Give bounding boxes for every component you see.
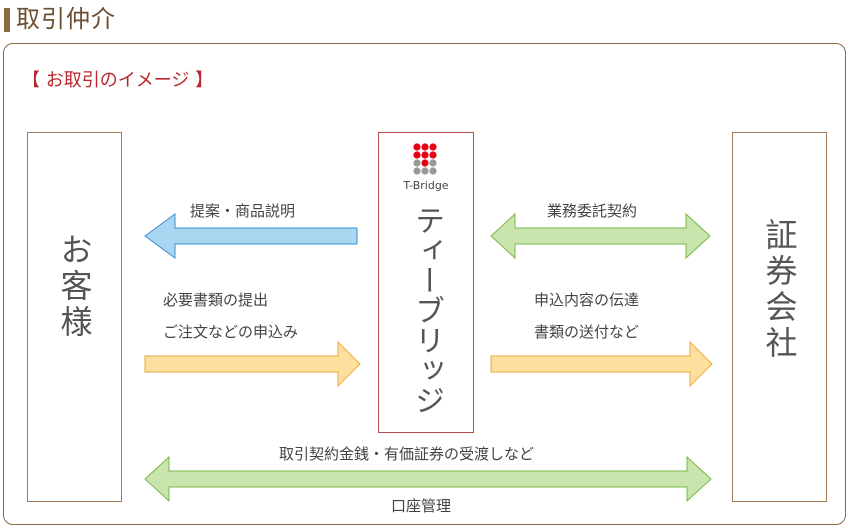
account-management-label: 口座管理: [391, 497, 452, 515]
business-contract-arrow: [490, 212, 711, 260]
tbridge-label: ティーブリッジ: [409, 205, 444, 415]
relay-content-label: 申込内容の伝達: [534, 291, 640, 309]
customer-box: お客様: [27, 132, 122, 502]
proposal-label: 提案・商品説明: [190, 202, 296, 220]
securities-company-box: 証券会社: [732, 132, 827, 502]
heading-bar: [4, 8, 10, 32]
proposal-arrow: [144, 213, 358, 259]
securities-company-label: 証券会社: [760, 218, 799, 362]
order-apply-label: ご注文などの申込み: [163, 323, 299, 341]
page-title: 取引仲介: [16, 5, 116, 33]
transaction-arrow: [144, 455, 712, 503]
submit-docs-label: 必要書類の提出: [163, 291, 269, 309]
diagram-frame: [3, 43, 846, 525]
relay-arrow: [490, 340, 713, 388]
send-docs-label: 書類の送付など: [534, 323, 640, 341]
tbridge-logo-icon: [413, 143, 437, 175]
order-arrow: [144, 340, 361, 388]
business-contract-label: 業務委託契約: [547, 202, 638, 220]
diagram-subtitle: 【 お取引のイメージ 】: [22, 70, 214, 91]
tbridge-box: T-Bridge ティーブリッジ: [378, 132, 474, 433]
tbridge-brand-label: T-Bridge: [403, 179, 449, 192]
transaction-label: 取引契約金銭・有価証券の受渡しなど: [279, 445, 535, 463]
customer-label: お客様: [55, 233, 94, 341]
